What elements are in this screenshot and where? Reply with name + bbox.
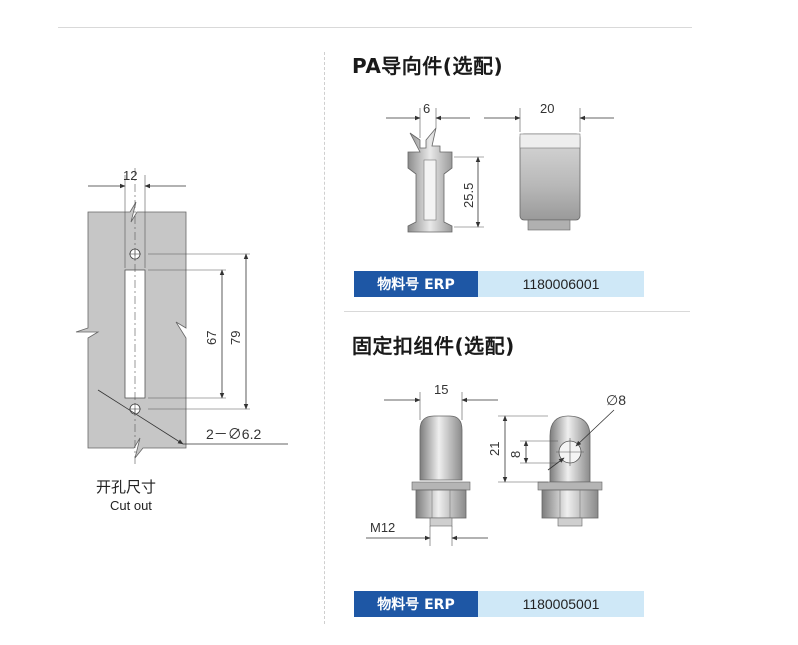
cutout-drawing: 12 67 79 2－∅6.2: [75, 168, 288, 465]
guide-drawing: 6 25.5 20: [386, 101, 614, 233]
top-rule: [58, 27, 692, 28]
dim-clamp-head: 8: [508, 451, 523, 458]
dim-cutout-holes: 2－∅6.2: [206, 426, 261, 442]
dim-clamp-total: 21: [487, 442, 502, 456]
cutout-caption-en: Cut out: [110, 498, 152, 513]
dim-clamp-thread: M12: [370, 520, 395, 535]
guide-side-slot: [423, 159, 437, 221]
cutout-caption-zh: 开孔尺寸: [96, 478, 157, 496]
section-divider: [344, 311, 690, 312]
clamp-erp-label: 物料号 ERP: [354, 591, 478, 617]
clamp-title: 固定扣组件(选配): [352, 334, 515, 358]
guide-title: PA导向件(选配): [352, 54, 504, 78]
dim-guide-depth: 20: [540, 101, 554, 116]
column-divider: [324, 52, 325, 624]
guide-erp-row: 物料号 ERP 1180006001: [354, 271, 644, 297]
dim-clamp-width: 15: [434, 382, 448, 397]
clamp-drawing: 15 M12 21 8 ∅8: [366, 382, 626, 546]
clamp-side-view: [411, 415, 471, 527]
clamp-erp-value: 1180005001: [478, 591, 644, 617]
guide-erp-value: 1180006001: [478, 271, 644, 297]
dim-guide-height: 25.5: [461, 183, 476, 208]
dim-clamp-diameter: ∅8: [606, 392, 626, 408]
clamp-front-view: [537, 415, 603, 527]
clamp-erp-row: 物料号 ERP 1180005001: [354, 591, 644, 617]
dim-guide-slot: 6: [423, 101, 430, 116]
dim-cutout-inner: 67: [204, 331, 219, 345]
guide-erp-label: 物料号 ERP: [354, 271, 478, 297]
dim-cutout-width: 12: [123, 168, 137, 183]
dim-cutout-outer: 79: [228, 331, 243, 345]
